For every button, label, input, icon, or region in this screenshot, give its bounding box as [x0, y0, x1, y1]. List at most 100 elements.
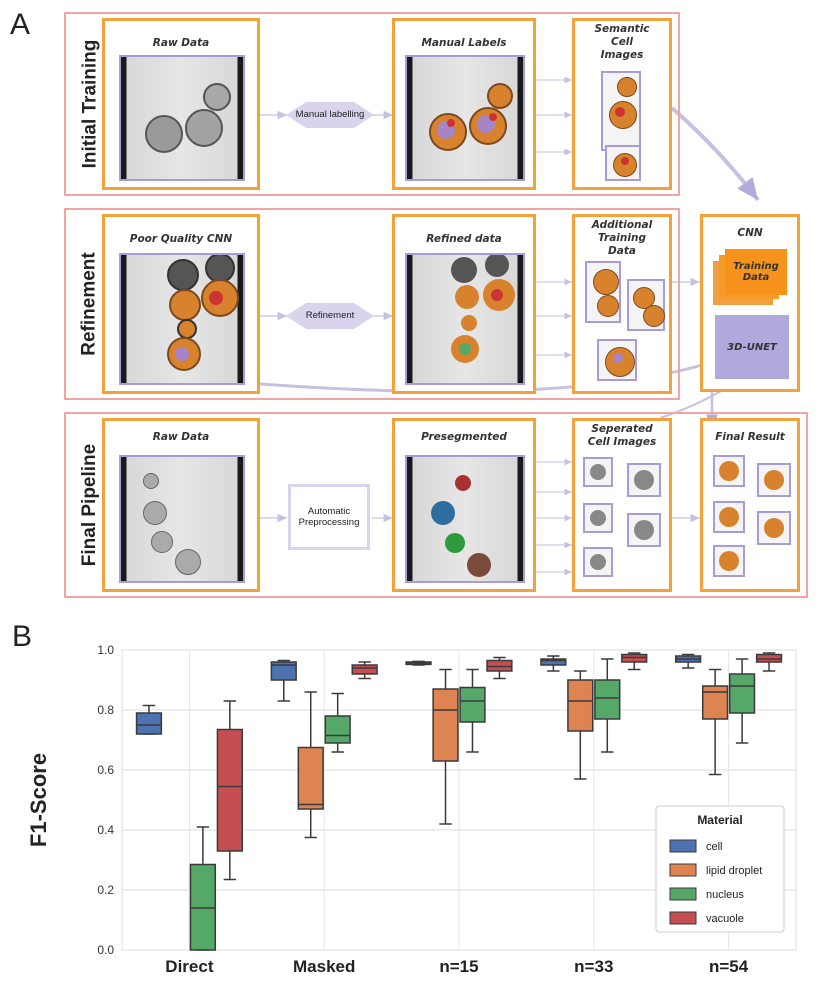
- box-iqr: [432, 688, 459, 762]
- refined-data-image: [405, 253, 525, 385]
- final-thumb: [713, 545, 745, 577]
- poor-quality-cnn-title: Poor Quality CNN: [129, 233, 233, 245]
- box-iqr: [297, 746, 324, 810]
- row-title-final-pipeline: Final Pipeline: [79, 443, 101, 567]
- box-iqr: [728, 673, 756, 714]
- thumb-cell: [590, 554, 606, 570]
- refinement-label: Refinement: [305, 310, 355, 321]
- thumb-cell: [634, 520, 654, 540]
- thumb-cell: [590, 510, 606, 526]
- automatic-preprocessing-box: Automatic Preprocessing: [288, 484, 370, 550]
- seperated-cell-images-title: Seperated Cell Images: [587, 423, 657, 448]
- y-tick-label: 0.8: [97, 703, 114, 717]
- cnn-cell: [169, 289, 201, 321]
- refinement-diamond: [286, 303, 374, 329]
- x-tick-label: n=54: [709, 957, 749, 976]
- seperated-thumb: [627, 513, 661, 547]
- thumb-cell: [590, 464, 606, 480]
- refined-data-box: Refined data: [392, 214, 536, 394]
- cnn-blob: [209, 291, 223, 305]
- cnn-box: CNN Training Data 3D-UNET: [700, 214, 800, 392]
- raw-data-title-1: Raw Data: [152, 37, 210, 49]
- raw-cell: [175, 549, 201, 575]
- row-title-initial-training: Initial Training: [79, 39, 101, 169]
- refined-cell: [455, 285, 479, 309]
- legend-swatch: [669, 887, 697, 901]
- final-thumb: [757, 511, 791, 545]
- training-thumb: [627, 279, 665, 331]
- poor-quality-cnn-box: Poor Quality CNN: [102, 214, 260, 394]
- y-tick-label: 1.0: [97, 643, 114, 657]
- box-iqr: [324, 715, 351, 744]
- thumb-blob: [613, 353, 623, 363]
- presegmented-title: Presegmented: [421, 431, 507, 443]
- presegmented-box: Presegmented: [392, 418, 536, 592]
- box-iqr: [216, 728, 243, 852]
- semantic-cell-images-box: Semantic Cell Images: [572, 18, 672, 190]
- poor-quality-image: [119, 253, 245, 385]
- raw-data-box-2: Raw Data: [102, 418, 260, 592]
- box-vacuole: [755, 652, 783, 672]
- raw-data-title-2: Raw Data: [152, 431, 210, 443]
- raw-cell: [145, 115, 183, 153]
- manual-labels-box: Manual Labels: [392, 18, 536, 190]
- thumb-cell: [719, 551, 739, 571]
- legend-swatch: [669, 839, 697, 853]
- unet-block: 3D-UNET: [715, 315, 789, 379]
- thumb-cell: [597, 295, 619, 317]
- box-lipid-droplet: [297, 691, 324, 839]
- y-axis-label: F1-Score: [26, 753, 51, 847]
- box-vacuole: [621, 652, 648, 671]
- row-frame-initial-training: [64, 12, 680, 196]
- thumb-blob: [621, 157, 629, 165]
- panel-a-letter: A: [10, 8, 31, 41]
- x-tick-label: n=15: [439, 957, 478, 976]
- box-lipid-droplet: [432, 668, 459, 825]
- thumb-cell: [605, 347, 635, 377]
- box-cell: [405, 660, 432, 666]
- final-thumb: [757, 463, 791, 497]
- raw-cell: [151, 531, 173, 553]
- thumb-cell: [719, 461, 739, 481]
- manual-labelling-label: Manual labelling: [295, 109, 365, 120]
- nucleus-blob: [489, 113, 497, 121]
- legend-swatch: [669, 863, 697, 877]
- seperated-thumb: [583, 547, 613, 577]
- box-nucleus: [594, 658, 621, 753]
- box-nucleus: [459, 668, 486, 753]
- automatic-preprocessing-label: Automatic Preprocessing: [298, 506, 360, 528]
- seperated-thumb: [583, 503, 613, 533]
- legend-swatch: [669, 911, 697, 925]
- legend-label: lipid droplet: [706, 865, 762, 877]
- box-iqr: [701, 685, 729, 720]
- box-iqr: [567, 679, 594, 732]
- box-vacuole: [486, 656, 513, 680]
- semantic-thumb: [601, 71, 641, 151]
- thumb-cell: [633, 287, 655, 309]
- thumb-cell: [764, 518, 784, 538]
- refined-blob: [491, 289, 503, 301]
- cnn-cell: [177, 319, 197, 339]
- additional-training-data-box: Additional Training Data: [572, 214, 672, 394]
- box-nucleus: [728, 658, 756, 744]
- refined-cell: [461, 315, 477, 331]
- manual-labels-title: Manual Labels: [421, 37, 507, 49]
- refined-blob: [459, 343, 471, 355]
- panel-b-letter: B: [12, 620, 33, 653]
- cnn-cell: [167, 259, 199, 291]
- raw-cell: [203, 83, 231, 111]
- box-cell: [135, 704, 163, 735]
- box-iqr: [459, 686, 486, 723]
- row-frame-final-pipeline: [64, 412, 808, 598]
- manual-labelling-diamond: [286, 102, 374, 128]
- cnn-blob: [175, 347, 189, 361]
- manual-labels-image: [405, 55, 525, 181]
- thumb-cell: [764, 470, 784, 490]
- raw-data-image-2: [119, 455, 245, 583]
- thumb-cell: [617, 77, 637, 97]
- raw-data-image-1: [119, 55, 245, 181]
- box-cell: [540, 655, 567, 672]
- box-nucleus: [324, 692, 351, 753]
- segment-blob: [445, 533, 465, 553]
